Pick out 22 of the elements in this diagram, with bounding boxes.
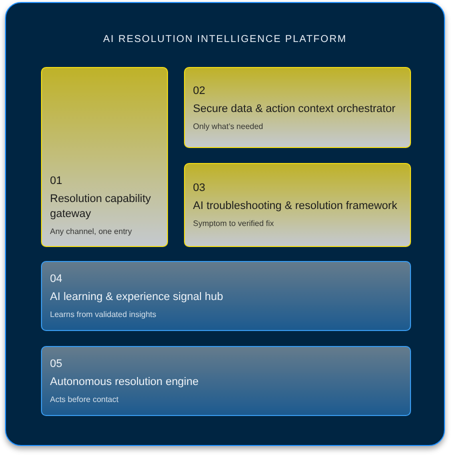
card-heading: AI troubleshooting & resolution framework <box>193 199 398 214</box>
component-card <box>41 67 168 247</box>
component-card <box>184 163 411 247</box>
card-subtitle: Learns from validated insights <box>50 310 158 319</box>
card-heading: Resolution capability gateway <box>50 192 152 222</box>
component-card <box>41 261 411 331</box>
step-number: 05 <box>50 358 64 370</box>
step-number: 01 <box>50 175 64 187</box>
card-subtitle: Acts before contact <box>50 395 120 404</box>
card-heading: AI learning & experience signal hub <box>50 290 224 305</box>
step-number: 02 <box>193 84 206 96</box>
component-card <box>184 67 411 148</box>
card-heading: Autonomous resolution engine <box>50 375 200 390</box>
card-heading: Secure data & action context orchestrator <box>193 102 396 116</box>
platform-title: AI RESOLUTION INTELLIGENCE PLATFORM <box>102 34 348 45</box>
platform-panel <box>5 2 445 446</box>
step-number: 04 <box>50 273 64 285</box>
card-subtitle: Only what’s needed <box>193 122 264 130</box>
card-subtitle: Any channel, one entry <box>50 227 133 236</box>
step-number: 03 <box>193 182 206 194</box>
card-subtitle: Symptom to verified fix <box>193 219 275 228</box>
component-card <box>41 346 411 416</box>
